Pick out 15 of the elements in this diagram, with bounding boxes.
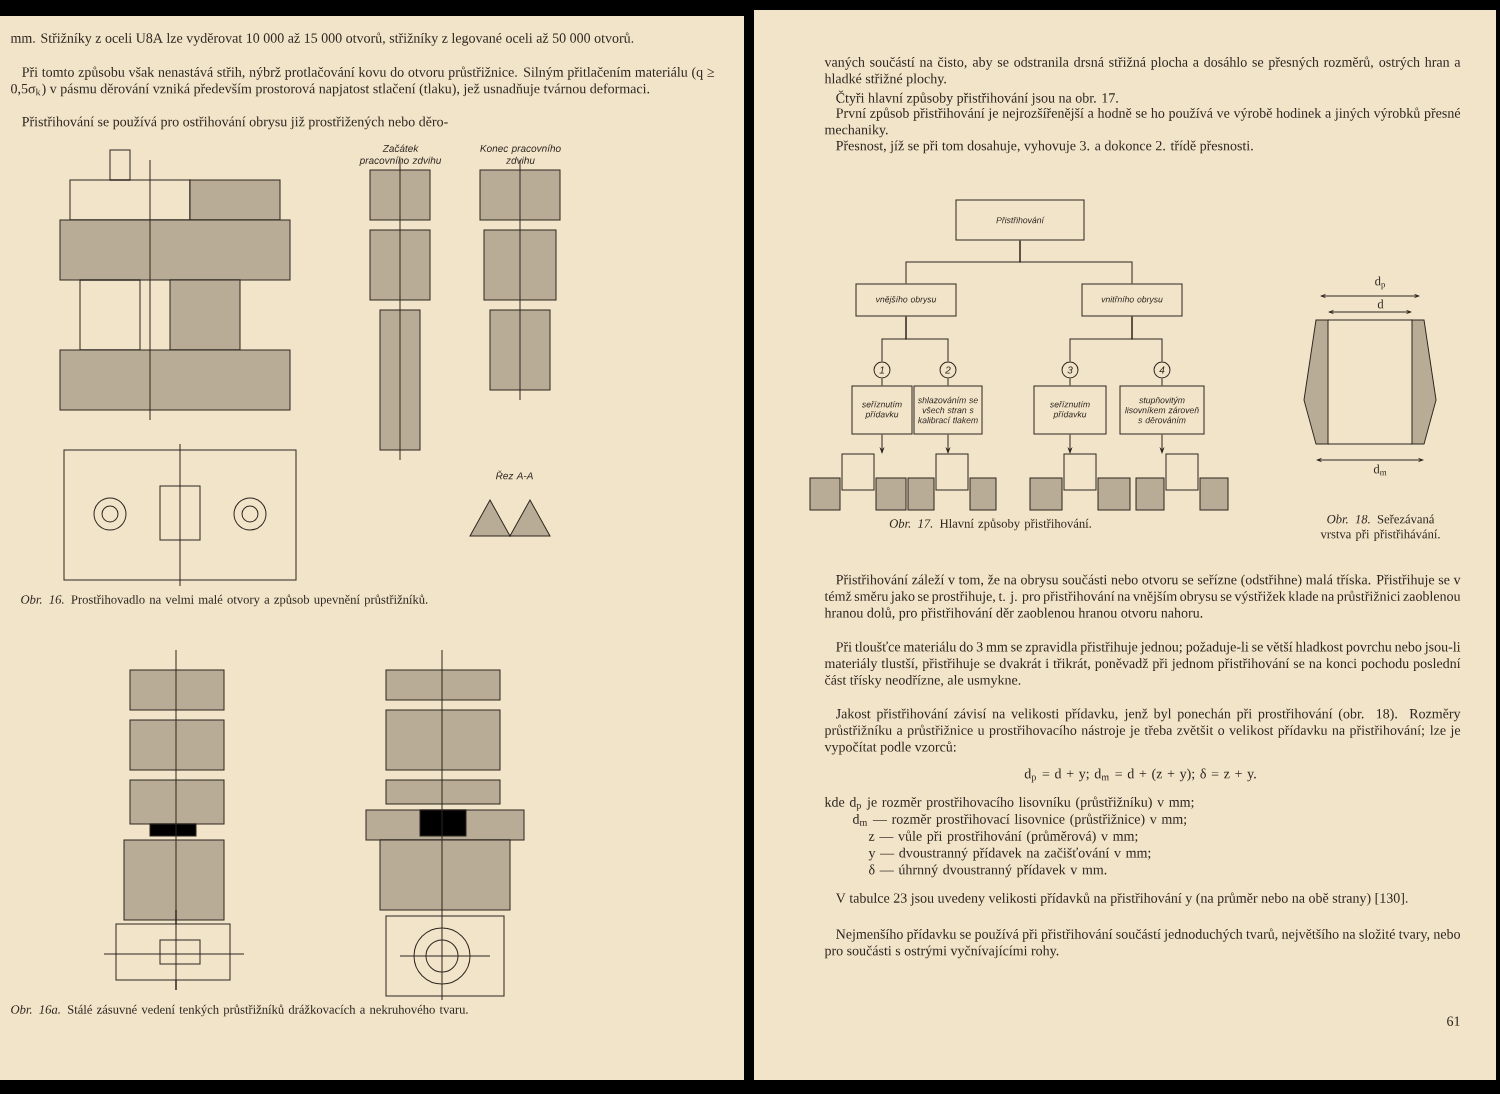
connector-line (1019, 240, 1133, 284)
arrow (880, 434, 884, 453)
arrow (946, 434, 950, 453)
connector-line (1161, 378, 1163, 386)
connector-line (1069, 378, 1071, 386)
connector-line (947, 378, 949, 386)
arrow (1068, 434, 1072, 453)
cutting-drawing (1029, 453, 1131, 511)
cutting-drawing (1135, 453, 1229, 511)
cutting-drawing (809, 453, 907, 511)
connector-line (905, 316, 949, 362)
cutting-drawing (907, 453, 997, 511)
arrow (1160, 434, 1164, 453)
connector-line (881, 378, 883, 386)
connector-line (1131, 316, 1163, 362)
